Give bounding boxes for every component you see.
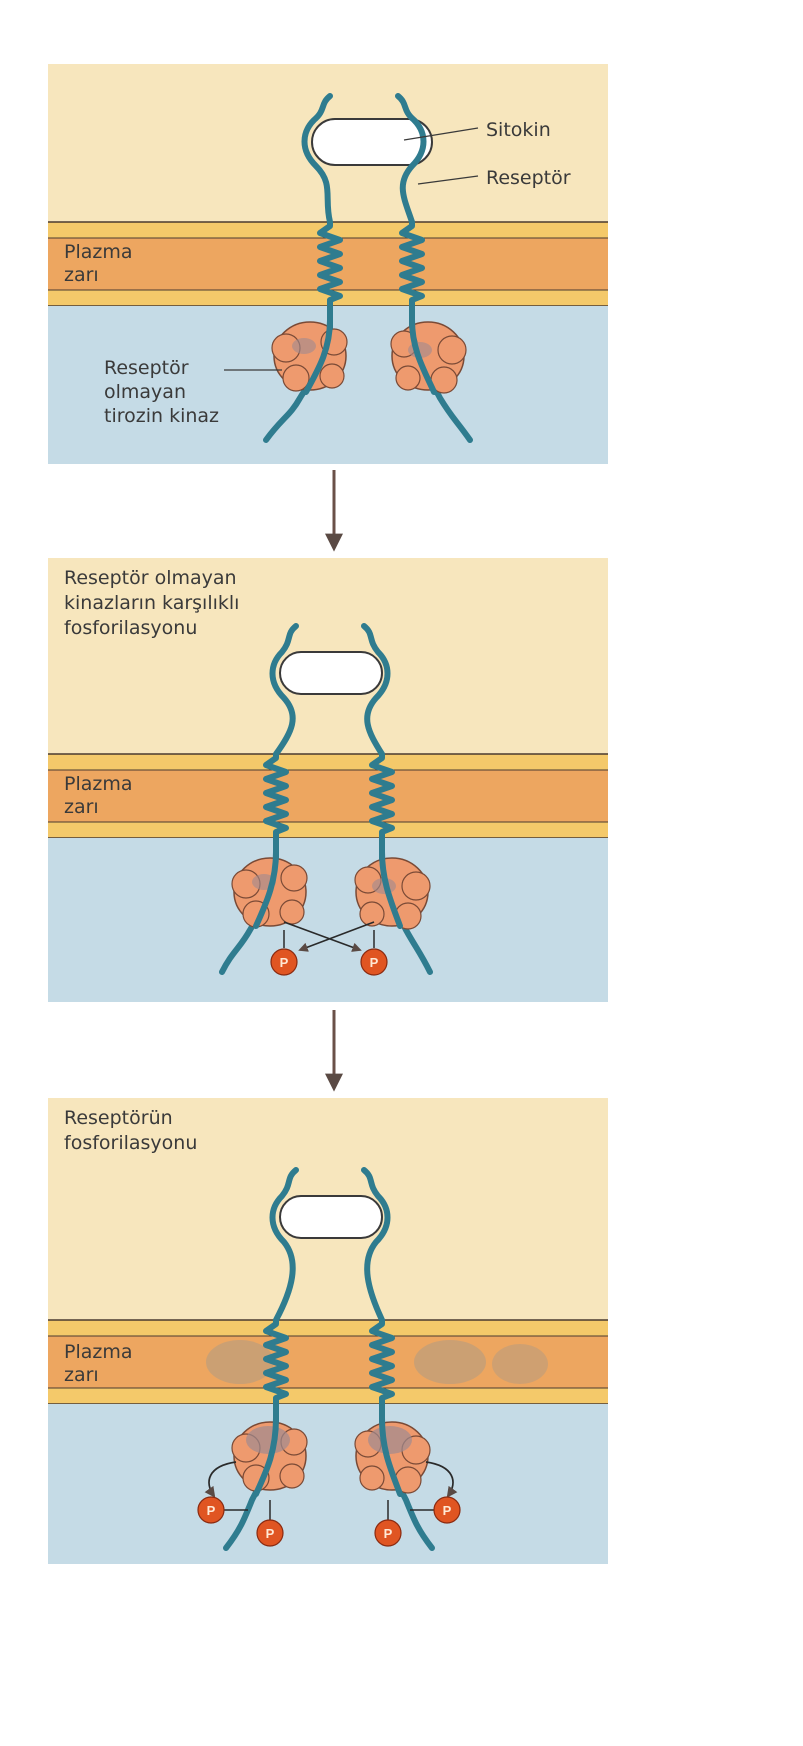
cytokine: [312, 119, 432, 165]
membrane-label-line-2: zarı: [64, 264, 99, 286]
panel-title-line-1: Reseptörün: [64, 1107, 173, 1129]
membrane-label-line-1: Plazma: [64, 773, 133, 795]
phosphate-symbol: P: [266, 1526, 275, 1541]
kinase-label-line-3: tirozin kinaz: [104, 405, 219, 427]
phosphate-symbol: P: [384, 1526, 393, 1541]
phosphate-symbol: P: [280, 955, 289, 970]
panel-title-line-1: Reseptör olmayan: [64, 567, 237, 589]
kinase-label-line-2: olmayan: [104, 381, 186, 403]
membrane-label-line-2: zarı: [64, 796, 99, 818]
panel-1: Sitokin Reseptör Plazma zarı Reseptör ol…: [48, 64, 608, 464]
panel-3: P P P P Reseptörün fosforilasyonu Plazma…: [48, 1098, 608, 1564]
cytoplasm: [48, 838, 608, 1002]
phosphate-symbol: P: [443, 1503, 452, 1518]
cytokine: [280, 652, 382, 694]
panel-title-line-2: fosforilasyonu: [64, 1132, 197, 1154]
cytokine-label: Sitokin: [486, 119, 551, 141]
membrane-label-line-1: Plazma: [64, 241, 133, 263]
kinase-right: [355, 858, 430, 929]
phosphate-symbol: P: [370, 955, 379, 970]
panel-title-line-3: fosforilasyonu: [64, 617, 197, 639]
cytokine: [280, 1196, 382, 1238]
kinase-label-line-1: Reseptör: [104, 357, 189, 379]
panel-2: P P Reseptör olmayan kinazların karşılık…: [48, 558, 608, 1002]
membrane-label-line-1: Plazma: [64, 1341, 133, 1363]
panel-title-line-2: kinazların karşılıklı: [64, 592, 239, 614]
phosphate-symbol: P: [207, 1503, 216, 1518]
cytoplasm: [48, 1404, 608, 1564]
membrane-label-line-2: zarı: [64, 1364, 99, 1386]
receptor-label: Reseptör: [486, 167, 571, 189]
